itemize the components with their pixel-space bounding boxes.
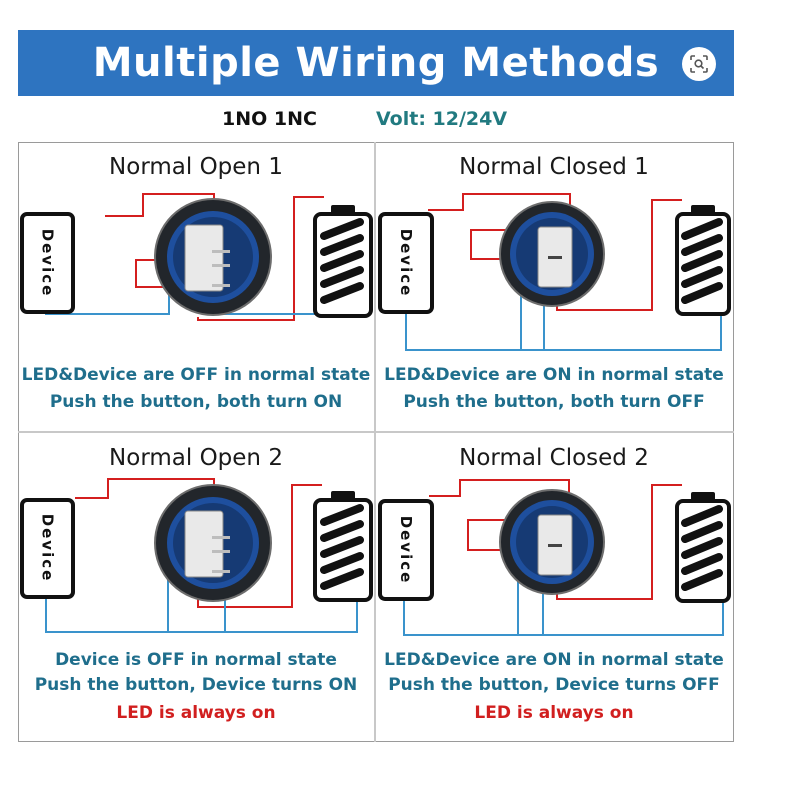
wiring-diagram: Device: [20, 193, 373, 321]
caption-line-1: LED&Device are ON in normal state: [384, 365, 724, 385]
grid-divider-horizontal: [18, 431, 734, 433]
panel-title: Normal Closed 1: [459, 154, 649, 180]
caption-line-2: Push the button, both turn ON: [49, 392, 343, 412]
device-label: Device: [39, 514, 57, 583]
battery-icon: [313, 205, 373, 318]
caption-line-2: Push the button, Device turns OFF: [388, 675, 720, 695]
panel-normal-open-2: Device Normal Open 2 Device is OFF in no…: [18, 433, 374, 723]
panel-normal-closed-1: Device Normal Closed 1 LED&Device are ON…: [376, 142, 732, 431]
voltage-spec: Volt: 12/24V: [376, 108, 508, 130]
caption-led-note: LED is always on: [474, 703, 634, 723]
device-label: Device: [397, 516, 415, 585]
caption-line-1: LED&Device are ON in normal state: [384, 650, 724, 670]
device-label: Device: [39, 229, 57, 298]
title-banner: Multiple Wiring Methods: [18, 30, 734, 96]
grid-divider-vertical: [374, 142, 376, 742]
device-box: Device: [20, 212, 75, 314]
page-title: Multiple Wiring Methods: [92, 40, 660, 86]
caption-line-2: Push the button, Device turns ON: [34, 675, 358, 695]
panel-title: Normal Open 1: [109, 154, 283, 180]
caption-line-2: Push the button, both turn OFF: [403, 392, 705, 412]
visual-search-icon: [690, 55, 708, 73]
wiring-diagram: Device: [20, 478, 373, 633]
caption-line-1: Device is OFF in normal state: [55, 650, 337, 670]
switch-button: [154, 198, 272, 316]
visual-search-button[interactable]: [682, 47, 716, 81]
device-label: Device: [397, 229, 415, 298]
switch-button: [154, 484, 272, 602]
battery-icon: [313, 491, 373, 602]
wiring-diagram: Device: [378, 479, 731, 636]
panel-title: Normal Open 2: [109, 445, 283, 471]
battery-icon: [675, 492, 731, 603]
battery-icon: [675, 205, 731, 316]
contact-type: 1NO 1NC: [222, 108, 317, 130]
device-box: Device: [378, 499, 434, 601]
panel-title: Normal Closed 2: [459, 445, 649, 471]
device-box: Device: [378, 212, 434, 314]
device-box: Device: [20, 498, 75, 599]
caption-led-note: LED is always on: [116, 703, 276, 723]
caption-line-1: LED&Device are OFF in normal state: [21, 365, 371, 385]
diagram-grid: [18, 142, 734, 742]
switch-button: [499, 201, 605, 307]
panel-normal-closed-2: Device Normal Closed 2 LED&Device are ON…: [376, 433, 732, 723]
wiring-diagram: Device: [378, 193, 731, 351]
switch-button: [499, 489, 605, 595]
panel-normal-open-1: Device Normal Open 1 LED&Device are OFF …: [18, 142, 374, 431]
